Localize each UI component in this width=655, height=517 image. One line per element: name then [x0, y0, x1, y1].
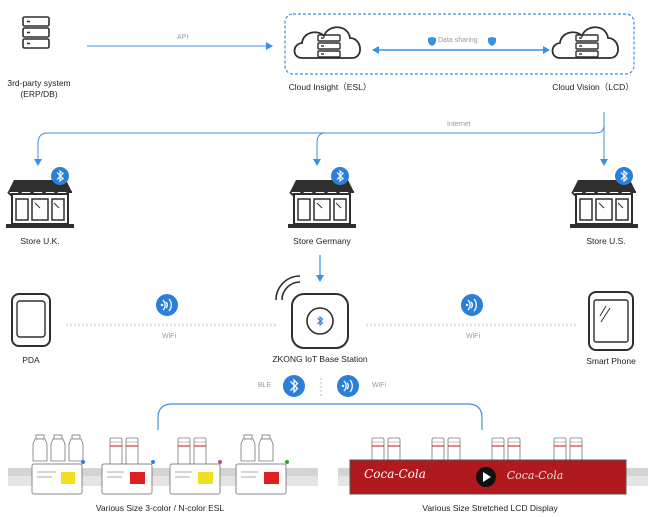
store-us-label: Store U.S.	[586, 236, 626, 246]
lcd-brand-text: Coca-Cola	[364, 467, 426, 481]
esl-tag-1	[31, 460, 85, 495]
third-party-server-icon	[22, 16, 50, 49]
esl-tag-3	[169, 460, 222, 495]
cloud-group-box	[284, 13, 635, 75]
store-uk-label: Store U.K.	[20, 236, 60, 246]
lcd-display	[349, 459, 627, 495]
cloud-insight-label: Cloud Insight（ESL）	[288, 82, 372, 92]
internet-connector	[37, 112, 605, 160]
data-sharing-label: Data sharing	[438, 37, 478, 44]
cloud-vision-icon	[551, 26, 619, 59]
esl-shelf	[8, 468, 318, 486]
lcd-brand-text-2: Coca-Cola	[506, 469, 564, 482]
base-station-icon	[275, 275, 349, 349]
wifi-right-label: WiFi	[466, 333, 480, 340]
ble-icon	[283, 375, 305, 397]
cloud-insight-icon	[293, 26, 361, 59]
base-station-label: ZKONG IoT Base Station	[272, 354, 368, 364]
esl-tag-4	[235, 460, 289, 495]
esl-bottles	[32, 434, 274, 465]
third-party-label-line1: 3rd-party system	[7, 78, 71, 88]
wifi-center-label: WiFi	[372, 382, 386, 389]
esl-tag-2	[101, 460, 155, 495]
lcd-caption: Various Size Stretched LCD Display	[422, 503, 558, 513]
smartphone-label: Smart Phone	[586, 356, 636, 366]
shield-icon-left	[428, 37, 436, 46]
internet-label: Internet	[447, 121, 471, 128]
ble-label: BLE	[258, 382, 272, 389]
third-party-label-line2: (ERP/DB)	[20, 89, 58, 99]
wifi-icon-left	[155, 293, 179, 317]
wifi-icon-center	[336, 374, 360, 398]
store-germany-label: Store Germany	[293, 236, 351, 246]
cloud-vision-label: Cloud Vision（LCD）	[552, 82, 634, 92]
smartphone-icon	[588, 291, 634, 351]
distribution-bracket	[157, 403, 483, 430]
shield-icon-right	[488, 37, 496, 46]
store-germany-icon	[287, 166, 357, 229]
api-label: API	[177, 34, 189, 41]
wifi-left-label: WiFi	[162, 333, 176, 340]
pda-label: PDA	[22, 355, 40, 365]
esl-caption: Various Size 3-color / N-color ESL	[95, 503, 225, 513]
store-uk-icon	[5, 166, 75, 229]
pda-icon	[11, 293, 51, 347]
store-us-icon	[569, 166, 639, 229]
wifi-icon-right	[460, 293, 484, 317]
